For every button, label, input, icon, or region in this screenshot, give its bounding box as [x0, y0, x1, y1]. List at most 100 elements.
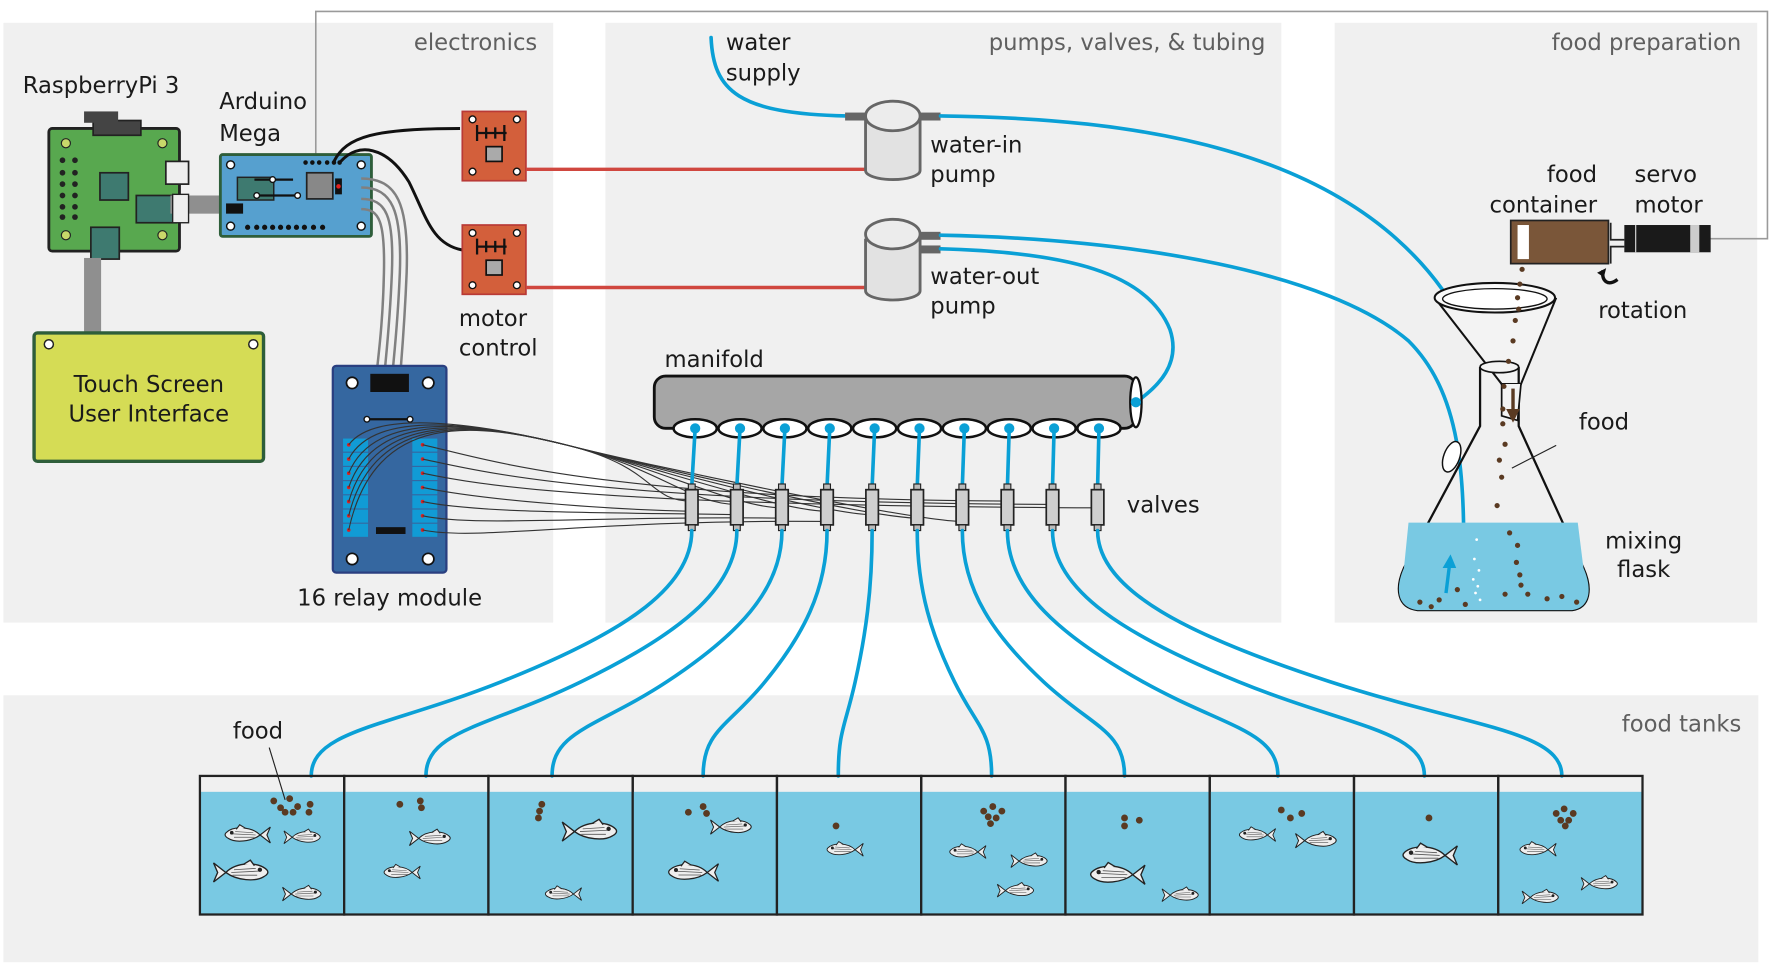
- food-particle: [1525, 591, 1531, 597]
- relay-channel: [343, 438, 369, 452]
- food-particle: [1462, 601, 1468, 608]
- water-supply-label-line1: water: [726, 30, 791, 56]
- food-pellet: [984, 813, 992, 821]
- fish-icon: [1521, 888, 1559, 905]
- food-tank-array: [198, 774, 1644, 916]
- tube-manifold-valve: [1005, 426, 1012, 489]
- tube-valve-tank: [836, 528, 874, 778]
- food-particle: [1454, 587, 1460, 593]
- fish-icon: [668, 860, 720, 882]
- tubes-valves-to-tanks: [309, 528, 1564, 778]
- food-pellet: [1121, 822, 1128, 830]
- relay-channel: [343, 523, 369, 537]
- food-tank: [775, 774, 923, 916]
- valves-label: valves: [1127, 492, 1200, 518]
- solenoid-valve: [774, 483, 790, 532]
- food-particle: [1519, 266, 1525, 272]
- food-flask-label: food: [1579, 409, 1629, 435]
- fish-icon: [383, 863, 421, 880]
- food-pellet: [270, 797, 278, 805]
- food-particle: [1514, 542, 1521, 548]
- tube-manifold-valve: [915, 426, 922, 489]
- water-in-pump-label-line2: pump: [930, 162, 995, 188]
- food-container-label-line2: container: [1489, 193, 1597, 219]
- water-out-pump-label-line2: pump: [930, 294, 995, 320]
- wire-arduino-motor1: [332, 126, 461, 163]
- food-particle: [1417, 599, 1423, 605]
- tube-valve-tank: [1050, 528, 1427, 778]
- tube-valve-tank: [1095, 528, 1564, 778]
- servo-label-line2: motor: [1635, 193, 1704, 219]
- rotation-label: rotation: [1598, 298, 1687, 324]
- solenoid-valve: [819, 483, 835, 532]
- food-tank-leader-line: [268, 747, 286, 800]
- section-title-electronics: electronics: [414, 30, 537, 56]
- fish-icon: [1010, 852, 1048, 868]
- fish-icon: [710, 817, 752, 835]
- food-particle: [1505, 358, 1512, 364]
- food-particle: [1428, 604, 1434, 610]
- arduino-label-line1: Arduino: [219, 89, 307, 115]
- air-bubble: [1473, 557, 1476, 561]
- food-particle: [1559, 593, 1565, 600]
- food-particle: [1518, 582, 1524, 588]
- food-particle: [1513, 559, 1520, 565]
- tube-valve-tank: [309, 528, 694, 778]
- touch-screen-label-line1: Touch Screen: [73, 372, 224, 398]
- fish-icon: [1295, 830, 1337, 849]
- fish-icon: [1519, 840, 1557, 857]
- tube-manifold-valve: [780, 426, 787, 489]
- solenoid-valve: [865, 483, 880, 532]
- food-particle: [1494, 502, 1500, 509]
- tube-waterin-to-funnel: [938, 114, 1445, 292]
- mixing-flask-label-line2: flask: [1617, 557, 1671, 583]
- solenoid-valve: [910, 483, 925, 532]
- relay-valve-wire: [422, 444, 1008, 502]
- relay-valve-wire: [422, 515, 782, 522]
- tank-water: [199, 791, 345, 915]
- food-pellet: [684, 808, 692, 816]
- servo-label-line1: servo: [1635, 162, 1697, 188]
- tube-water-supply: [709, 35, 849, 118]
- food-pellet: [289, 808, 297, 816]
- food-pellet: [1425, 814, 1433, 822]
- fish-icon: [1238, 826, 1277, 842]
- air-bubble: [1474, 591, 1477, 595]
- food-tank: [343, 774, 490, 916]
- food-pellet: [416, 797, 424, 805]
- food-pellet: [989, 803, 997, 811]
- relay-module-label: 16 relay module: [297, 586, 482, 612]
- tube-valve-tank: [960, 528, 1127, 778]
- mixing-flask-label-line1: mixing: [1605, 529, 1682, 555]
- raspberry-pi-board: [47, 111, 190, 260]
- arduino-board: [218, 153, 373, 238]
- fish-icon: [282, 884, 322, 902]
- food-particle: [1502, 441, 1508, 447]
- tank-water: [344, 791, 489, 915]
- food-particle: [1499, 474, 1505, 480]
- relay-channel: [343, 509, 369, 523]
- food-particle: [1502, 591, 1508, 597]
- food-pellet: [998, 807, 1006, 815]
- solenoid-valve: [1090, 483, 1105, 532]
- food-pellet: [286, 795, 294, 803]
- water-out-pump: [864, 217, 941, 302]
- food-pellet: [1560, 805, 1568, 813]
- food-pellet: [980, 807, 988, 815]
- food-tank: [631, 774, 779, 916]
- food-pellet: [277, 804, 284, 812]
- food-tank: [198, 774, 346, 916]
- fish-icon: [949, 843, 987, 859]
- tube-valve-tank: [915, 528, 994, 778]
- food-container: [1509, 219, 1610, 265]
- solenoid-valve: [1000, 483, 1015, 532]
- tank-water: [632, 791, 777, 915]
- water-flow-arrowhead-icon: [1442, 554, 1457, 569]
- food-particle: [1500, 406, 1506, 412]
- food-pellet: [294, 803, 302, 811]
- food-pellet: [305, 808, 313, 816]
- arduino-label-line2: Mega: [219, 121, 281, 147]
- raspberry-pi-label: RaspberryPi 3: [23, 73, 180, 99]
- tubes-manifold-to-valves: [689, 426, 1101, 489]
